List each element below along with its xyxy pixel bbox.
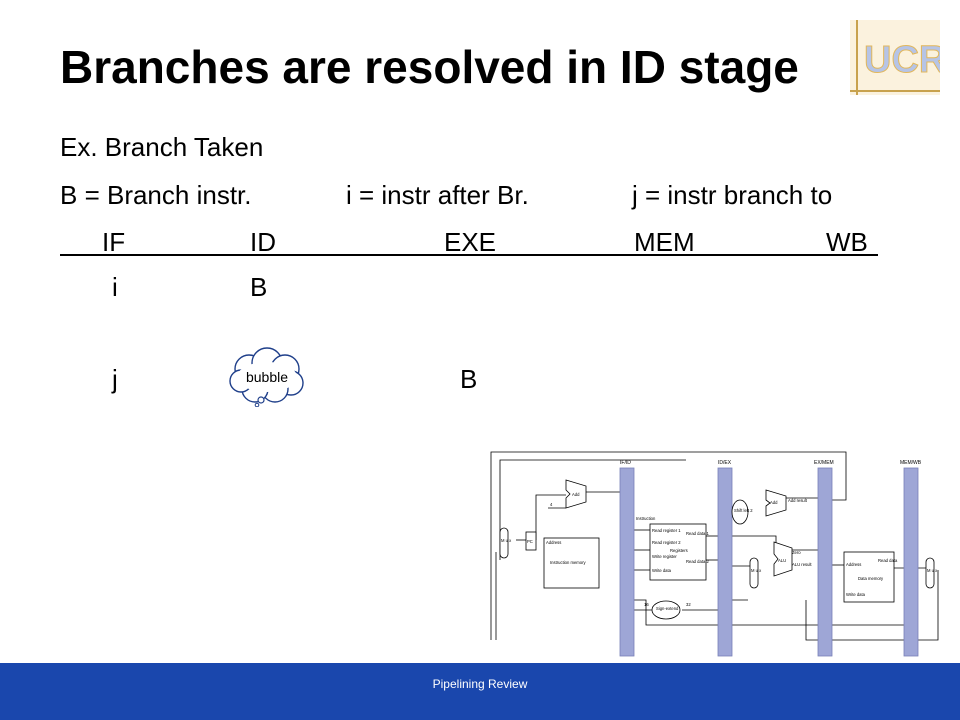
logo-text: UCR: [864, 39, 940, 81]
svg-text:ALU: ALU: [778, 558, 786, 563]
svg-text:Read data: Read data: [878, 558, 898, 563]
bubble-cloud: bubble: [229, 347, 304, 407]
instruction-memory: [543, 537, 600, 589]
legend-branch: B = Branch instr.: [60, 180, 252, 210]
svg-text:Read data 2: Read data 2: [686, 559, 709, 564]
svg-text:Add: Add: [572, 492, 580, 497]
svg-text:Sign-extend: Sign-extend: [656, 606, 679, 611]
pipe-reg-mem-wb: [903, 467, 919, 657]
bubble-label: bubble: [246, 369, 288, 385]
row1-id: B: [250, 272, 268, 302]
stage-header-underline: [60, 254, 878, 256]
label-id-ex: ID/EX: [718, 460, 732, 466]
stage-mem: MEM: [634, 227, 695, 257]
svg-text:Zero: Zero: [792, 550, 801, 555]
mux-alu: [749, 557, 759, 589]
adder-2: [765, 489, 787, 517]
svg-text:Write register: Write register: [652, 554, 677, 559]
svg-text:Read data 1: Read data 1: [686, 531, 709, 536]
pipe-reg-id-ex: [717, 467, 733, 657]
legend-instr-after: i = instr after Br.: [346, 180, 529, 210]
pipe-reg-ex-mem: [817, 467, 833, 657]
svg-text:M u x: M u x: [927, 568, 938, 573]
svg-text:PC: PC: [527, 539, 533, 544]
pipeline-datapath-diagram: IF/ID ID/EX EX/MEM MEM/WB PC Address Ins…: [486, 440, 946, 662]
svg-text:16: 16: [644, 602, 649, 607]
stage-exe: EXE: [444, 227, 497, 257]
pc-block: [525, 531, 537, 551]
register-file: [649, 523, 707, 581]
sign-extend: [651, 600, 681, 620]
footer-text: Pipelining Review: [432, 677, 528, 691]
svg-text:Data memory: Data memory: [858, 576, 884, 581]
pipe-reg-if-id: [619, 467, 635, 657]
svg-text:Shift left 2: Shift left 2: [734, 508, 753, 513]
data-memory: [843, 551, 895, 603]
footer-bar: Pipelining Review: [0, 663, 960, 720]
ucr-logo: UCR: [850, 20, 940, 95]
svg-text:4: 4: [550, 502, 553, 507]
svg-text:Address: Address: [846, 562, 861, 567]
adder-1: [565, 479, 587, 509]
svg-text:Add: Add: [770, 500, 778, 505]
alu: [773, 541, 793, 577]
label-mem-wb: MEM/WB: [900, 460, 922, 466]
example-label: Ex. Branch Taken: [60, 132, 264, 162]
svg-text:Address: Address: [546, 540, 561, 545]
svg-text:Write data: Write data: [652, 568, 672, 573]
svg-text:Read register 1: Read register 1: [652, 528, 681, 533]
label-ex-mem: EX/MEM: [814, 460, 834, 466]
mux-wb: [925, 557, 935, 589]
svg-text:Read register 2: Read register 2: [652, 540, 681, 545]
svg-text:ALU result: ALU result: [792, 562, 812, 567]
stage-id: ID: [250, 227, 276, 257]
svg-text:M u x: M u x: [751, 568, 762, 573]
row1-if: i: [112, 272, 118, 302]
label-if-id: IF/ID: [620, 460, 631, 466]
stage-if: IF: [102, 227, 126, 257]
svg-text:Write data: Write data: [846, 592, 866, 597]
legend-branch-target: j = instr branch to: [632, 180, 833, 210]
svg-text:Instruction memory: Instruction memory: [550, 560, 587, 565]
svg-text:Registers: Registers: [670, 548, 688, 553]
svg-text:32: 32: [686, 602, 691, 607]
svg-text:Add result: Add result: [788, 498, 808, 503]
svg-text:M u x: M u x: [501, 538, 512, 543]
slide-title: Branches are resolved in ID stage: [60, 41, 799, 93]
row2-exe: B: [460, 364, 478, 394]
stage-wb: WB: [826, 227, 868, 257]
svg-text:Instruction: Instruction: [636, 516, 656, 521]
mux-pc: [499, 527, 509, 559]
shift-left-2: [731, 499, 749, 525]
row2-if: j: [112, 364, 118, 394]
